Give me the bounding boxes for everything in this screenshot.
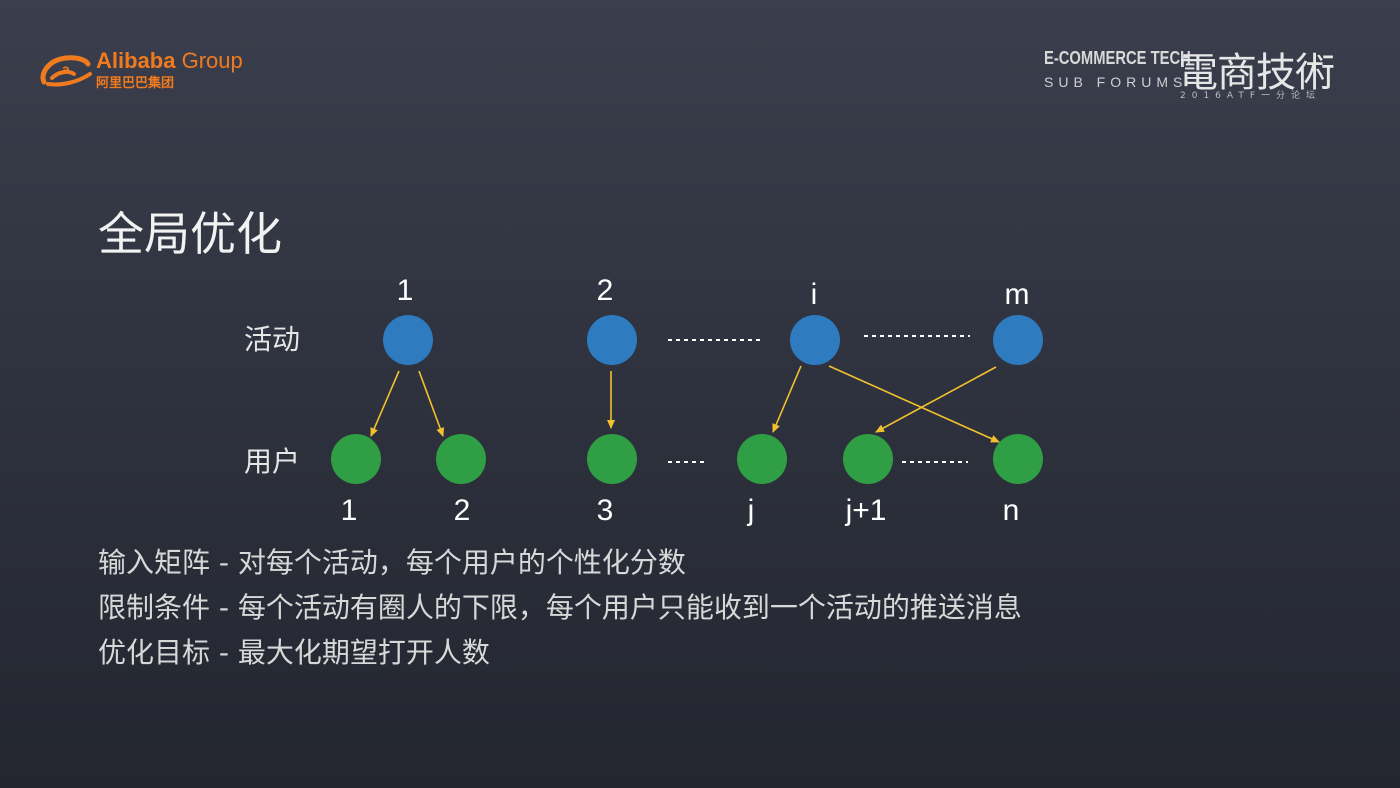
alibaba-group-logo: a Alibaba Group 阿里巴巴集团 xyxy=(38,48,278,92)
event-title-cn: 電商技術 xyxy=(1178,50,1335,96)
user-node xyxy=(843,434,893,484)
event-title: E-COMMERCE TECH xyxy=(1044,48,1191,68)
user-label: j+1 xyxy=(845,494,887,527)
activity-label: i xyxy=(811,278,818,311)
event-logo: E-COMMERCE TECH SUB FORUMS 電商技術 2016ATF一… xyxy=(1040,40,1360,101)
user-node xyxy=(737,434,787,484)
event-subtitle: SUB FORUMS xyxy=(1044,74,1188,90)
activity-node xyxy=(383,315,433,365)
svg-text:a: a xyxy=(62,61,70,77)
alibaba-smile-icon: a xyxy=(40,55,92,87)
constraint-line-input: 输入矩阵 - 对每个活动，每个用户的个性化分数 xyxy=(98,546,686,579)
activity-label: 1 xyxy=(397,274,414,307)
brand-name-en: Alibaba Group xyxy=(96,48,243,73)
constraint-line-limits: 限制条件 - 每个活动有圈人的下限，每个用户只能收到一个活动的推送消息 xyxy=(98,591,1022,624)
user-label: 1 xyxy=(341,494,358,527)
activity-node xyxy=(587,315,637,365)
assignment-arrow xyxy=(875,366,997,433)
brand-name-cn: 阿里巴巴集团 xyxy=(96,76,175,91)
activity-node xyxy=(790,315,840,365)
row-label-user: 用户 xyxy=(244,445,300,478)
assignment-arrow xyxy=(370,370,400,437)
page-title: 全局优化 xyxy=(98,207,282,261)
user-node xyxy=(587,434,637,484)
assignment-arrow xyxy=(828,365,1000,443)
constraint-list: 输入矩阵 - 对每个活动，每个用户的个性化分数 限制条件 - 每个活动有圈人的下… xyxy=(98,540,1022,675)
user-node xyxy=(993,434,1043,484)
assignment-arrow xyxy=(418,370,444,437)
activity-label: 2 xyxy=(597,274,614,307)
user-label: 3 xyxy=(597,494,614,527)
user-label: j xyxy=(747,494,755,527)
event-tag: 2016ATF一分论坛 xyxy=(1180,91,1322,101)
user-label: 2 xyxy=(454,494,471,527)
row-label-activity: 活动 xyxy=(244,323,300,356)
user-node xyxy=(436,434,486,484)
user-node xyxy=(331,434,381,484)
constraint-line-objective: 优化目标 - 最大化期望打开人数 xyxy=(98,636,490,669)
assignment-arrow xyxy=(772,365,802,433)
activity-label: m xyxy=(1005,278,1030,311)
activity-node xyxy=(993,315,1043,365)
user-label: n xyxy=(1003,494,1020,527)
